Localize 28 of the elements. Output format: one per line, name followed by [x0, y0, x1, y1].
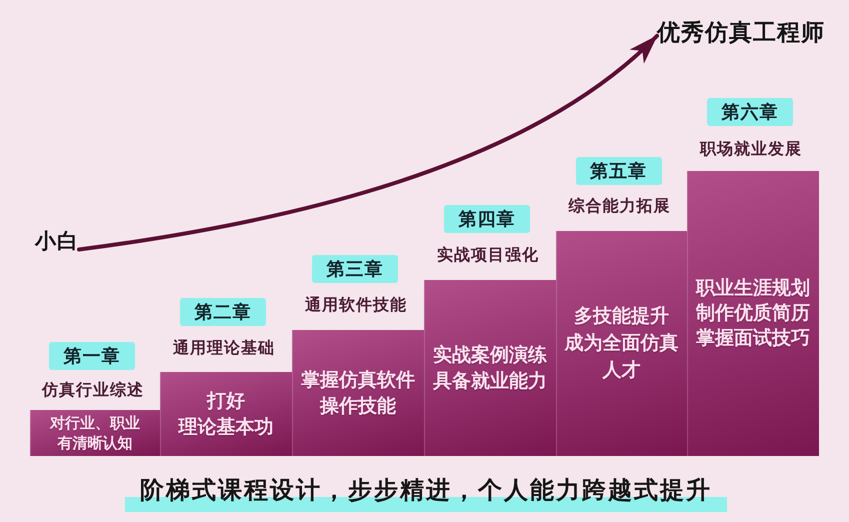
curved-arrow [77, 34, 659, 252]
chapter-title: 通用软件技能 [305, 295, 407, 314]
chapter-tag: 第三章 [312, 255, 398, 283]
chapter-tag: 第五章 [576, 157, 662, 185]
step-description: 掌握仿真软件操作技能 [301, 368, 415, 419]
step-description: 对行业、职业有清晰认知 [50, 413, 140, 453]
step-bar [424, 280, 556, 456]
step-description: 实战案例演练具备就业能力 [433, 343, 547, 394]
chapter-title: 实战项目强化 [437, 245, 539, 264]
step-bar [160, 372, 292, 456]
chapter-tag: 第四章 [444, 205, 530, 233]
chapter-tag: 第二章 [180, 298, 266, 326]
step-bar [556, 231, 687, 456]
chapter-title: 仿真行业综述 [42, 380, 144, 400]
goal-label: 优秀仿真工程师 [657, 20, 825, 46]
step-bar [30, 410, 160, 456]
step-description: 打好理论基本功 [178, 389, 274, 440]
step-description: 职业生涯规划制作优质简历掌握面试技巧 [696, 276, 810, 351]
chapter-title: 通用理论基础 [173, 338, 275, 358]
chapter-tag: 第六章 [707, 98, 793, 126]
step-bar [292, 330, 424, 456]
chapter-tag: 第一章 [49, 342, 135, 370]
start-label: 小白 [35, 229, 79, 254]
step-bar [687, 171, 819, 456]
chapter-title: 综合能力拓展 [568, 196, 670, 216]
caption: 阶梯式课程设计，步步精进，个人能力跨越式提升 [125, 475, 727, 512]
step-description: 多技能提升成为全面仿真人才 [564, 304, 678, 383]
chapter-title: 职场就业发展 [700, 139, 802, 158]
